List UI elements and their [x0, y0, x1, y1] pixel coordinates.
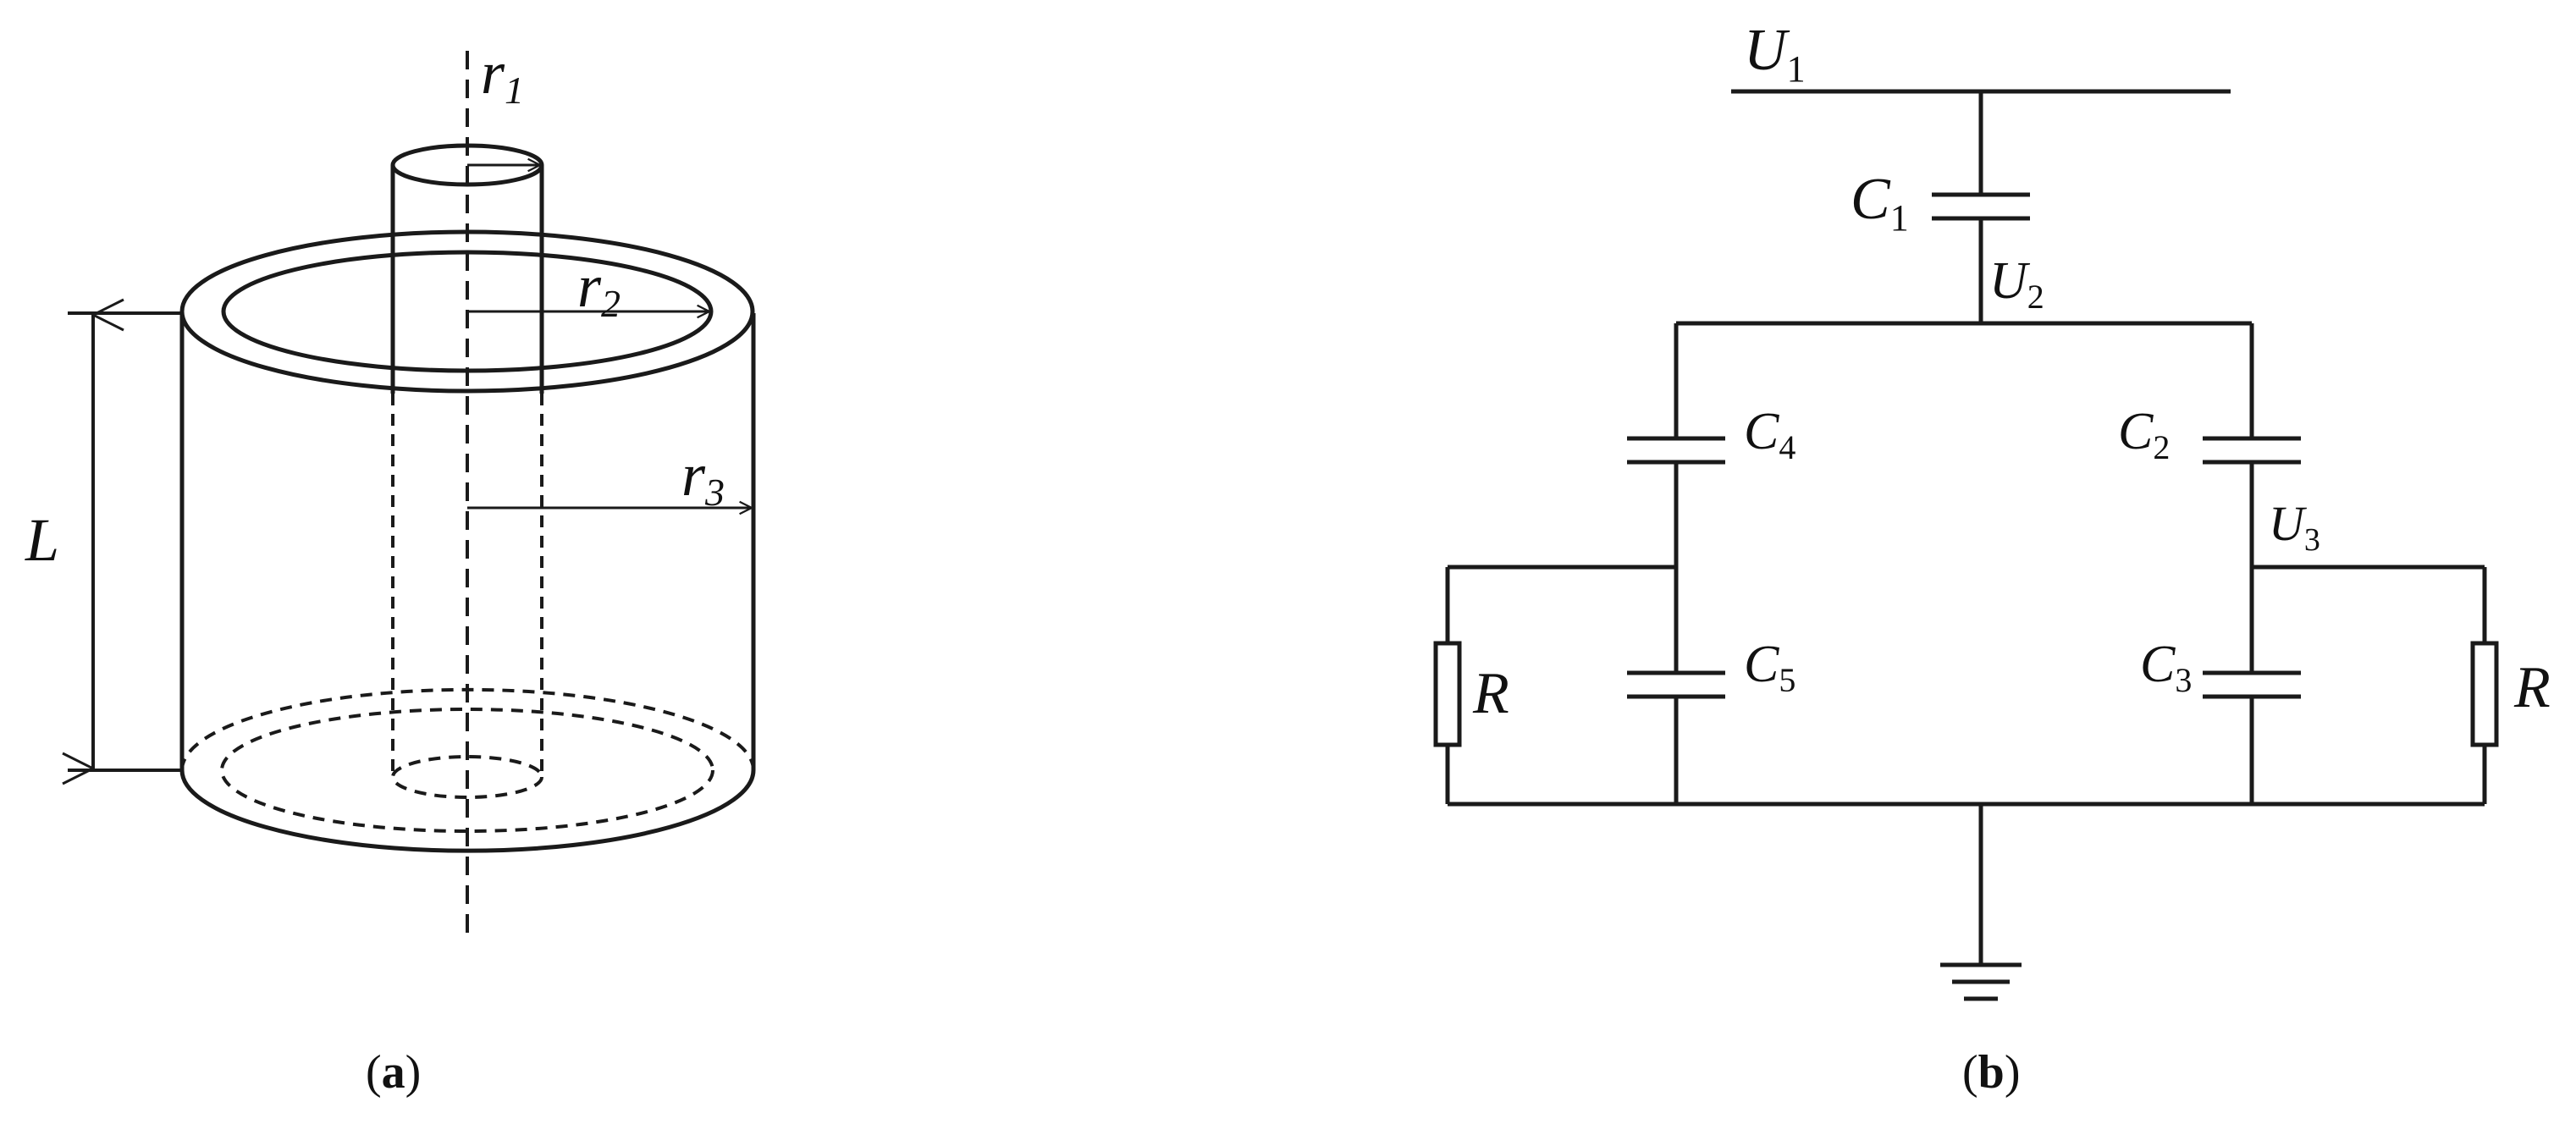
resistor-icon: [2470, 641, 2499, 747]
fig-a-labels: r1 r2 r3 L (a): [25, 39, 725, 1099]
r1-label: r1: [481, 39, 524, 112]
r-right-label: R: [2513, 655, 2551, 720]
r3-label: r3: [681, 441, 725, 514]
capacitor-icon: [1627, 436, 1725, 465]
capacitor-icon: [2203, 670, 2301, 699]
r2-label: r2: [577, 252, 621, 325]
c5-label: C5: [1744, 636, 1795, 699]
fig-b-labels: U1 C1 U2 C4 C2 U3 C5 C3 R R (b): [1472, 18, 2551, 1099]
equivalent-circuit-diagram: [1433, 89, 2499, 1001]
c1-label: C1: [1851, 167, 1909, 239]
resistor-icon: [1433, 641, 1462, 747]
c2-label: C2: [2118, 403, 2170, 466]
u1-label: U1: [1744, 18, 1806, 90]
coaxial-cylinder-diagram: [68, 51, 756, 939]
inner-bottom-rim: [220, 708, 714, 833]
capacitor-icon: [1627, 670, 1725, 699]
c4-label: C4: [1744, 403, 1795, 466]
capacitor-icon: [1932, 192, 2030, 221]
caption-b: (b): [1962, 1046, 2020, 1099]
r-left-label: R: [1472, 661, 1509, 726]
ground-icon: [1940, 962, 2022, 1001]
rod-bottom: [391, 755, 543, 799]
u2-label: U2: [1989, 252, 2044, 316]
outer-bottom-rim-front: [179, 769, 756, 853]
caption-a: (a): [366, 1046, 421, 1099]
capacitor-icon: [2203, 436, 2301, 465]
length-label: L: [25, 506, 59, 574]
u3-label: U3: [2269, 496, 2320, 558]
c3-label: C3: [2140, 636, 2192, 699]
